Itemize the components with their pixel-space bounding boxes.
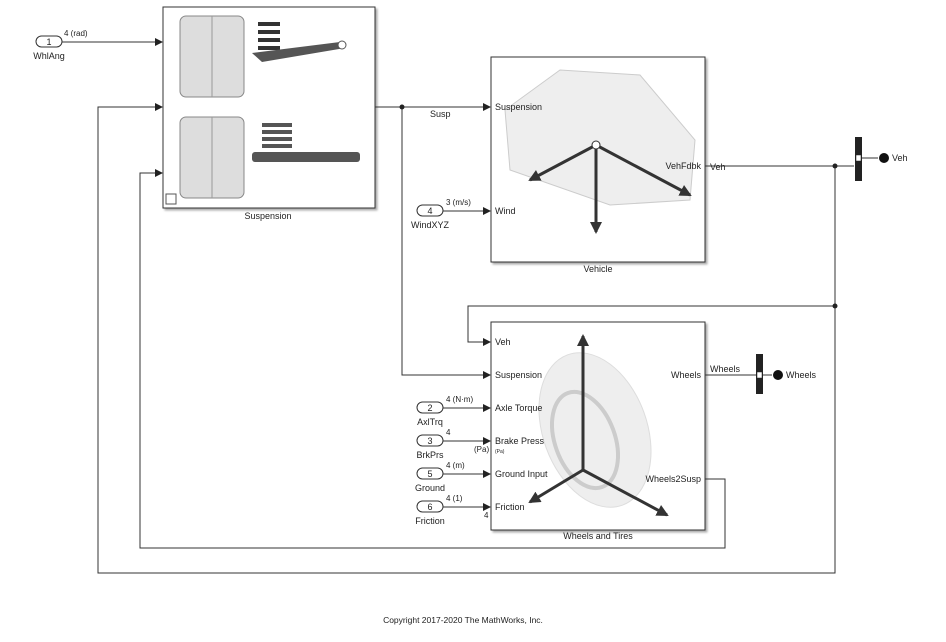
inport-ground[interactable]: 5 Ground 4 (m) — [415, 461, 465, 493]
port-name: Friction — [415, 516, 445, 526]
port-label: Veh — [495, 337, 511, 347]
port-number: 4 — [427, 206, 432, 216]
port-name: WindXYZ — [411, 220, 450, 230]
inport-axltrq[interactable]: 2 AxlTrq 4 (N·m) — [416, 395, 473, 427]
inport-windxyz[interactable]: 4 WindXYZ 3 (m/s) — [411, 198, 471, 230]
axes-icon — [528, 334, 669, 517]
port-name: AxlTrq — [417, 417, 443, 427]
port-number: 3 — [427, 436, 432, 446]
port-label: Friction — [495, 502, 525, 512]
inport-whlang[interactable]: 1 WhlAng 4 (rad) — [33, 29, 88, 61]
wheels-tires-block[interactable]: Veh Suspension Axle Torque Brake Press (… — [490, 321, 706, 541]
tire-icon — [179, 15, 245, 199]
port-label: Brake Press — [495, 436, 545, 446]
signal-unit: (Pa) — [474, 445, 489, 454]
signal-label-wheels: Wheels — [710, 364, 741, 374]
port-unit: (Pa) — [495, 449, 505, 455]
spring-icon — [252, 22, 360, 162]
signal-dim: 3 (m/s) — [446, 198, 471, 207]
copyright: Copyright 2017-2020 The MathWorks, Inc. — [383, 615, 543, 625]
signal-dim: 4 (N·m) — [446, 395, 473, 404]
signal-dim: 4 — [446, 428, 451, 437]
vehicle-block[interactable]: Suspension Wind VehFdbk Vehicle — [490, 56, 706, 274]
port-number: 5 — [427, 469, 432, 479]
signal-label-veh: Veh — [710, 162, 726, 172]
port-label: Axle Torque — [495, 403, 542, 413]
port-name: Wheels — [786, 370, 817, 380]
signal-dim: 4 (rad) — [64, 29, 88, 38]
port-number: 6 — [427, 502, 432, 512]
signal-lines — [62, 38, 878, 574]
signal-dim: 4 (m) — [446, 461, 465, 470]
port-number: 2 — [427, 403, 432, 413]
port-name: Ground — [415, 483, 445, 493]
port-label: Suspension — [495, 370, 542, 380]
signal-dim: 4 (1) — [446, 494, 463, 503]
inport-brkprs[interactable]: 3 BrkPrs 4 (Pa) — [416, 428, 490, 460]
wheels-label: Wheels and Tires — [563, 531, 633, 541]
suspension-label: Suspension — [244, 211, 291, 221]
port-label: Ground Input — [495, 469, 548, 479]
port-number: 1 — [46, 37, 51, 47]
subsystem-icon — [165, 193, 177, 205]
port-name: Veh — [892, 153, 908, 163]
port-label: Suspension — [495, 102, 542, 112]
port-label: Wheels — [671, 370, 702, 380]
vehicle-label: Vehicle — [583, 264, 612, 274]
axes-icon — [528, 140, 692, 234]
outport-veh[interactable]: Veh — [879, 153, 908, 163]
bus-block-wheels[interactable] — [756, 354, 763, 394]
signal-dim: 4 — [484, 511, 489, 520]
port-label: Wind — [495, 206, 516, 216]
signal-label-susp: Susp — [430, 109, 451, 119]
outport-wheels[interactable]: Wheels — [773, 370, 817, 380]
port-name: BrkPrs — [417, 450, 445, 460]
port-label: Wheels2Susp — [645, 474, 701, 484]
port-label: VehFdbk — [665, 161, 701, 171]
inport-friction[interactable]: 6 Friction 4 (1) 4 — [415, 494, 489, 526]
port-name: WhlAng — [33, 51, 65, 61]
bus-block-veh[interactable] — [855, 137, 862, 181]
suspension-block[interactable]: Suspension — [162, 6, 376, 221]
